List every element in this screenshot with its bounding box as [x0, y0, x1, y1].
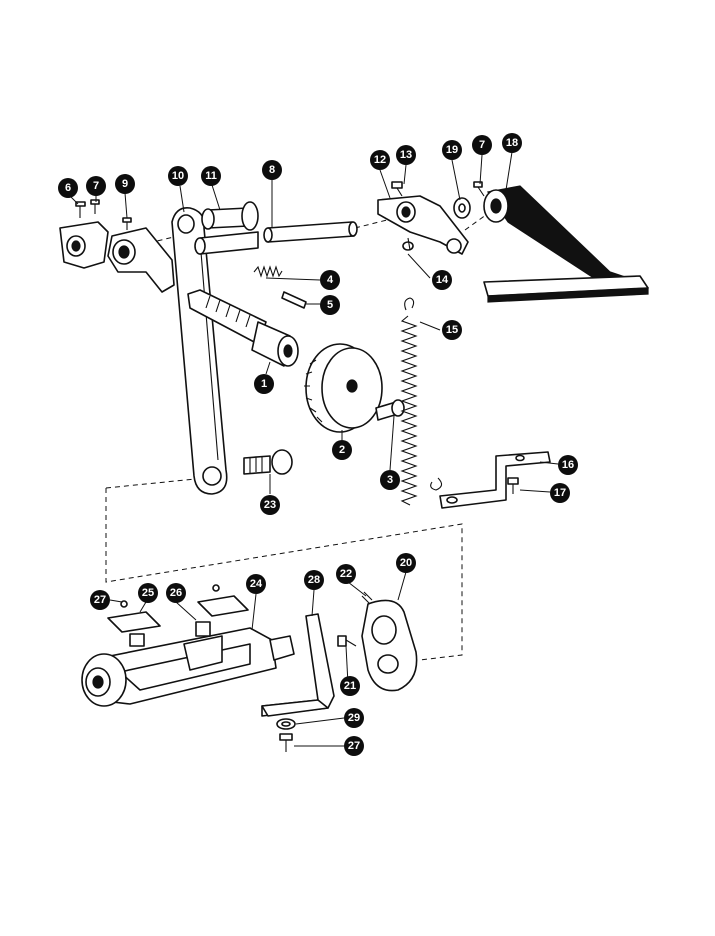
- part-27-screw-top: [120, 584, 220, 608]
- callout-8: 8: [262, 160, 282, 180]
- callout-28-label: 28: [308, 574, 320, 586]
- callout-18: 18: [502, 133, 522, 153]
- callout-24: 24: [246, 574, 266, 594]
- callout-27b-label: 27: [348, 740, 360, 752]
- callout-18-label: 18: [506, 137, 518, 149]
- part-27-screw-bottom: [279, 733, 293, 752]
- callout-25-label: 25: [142, 587, 154, 599]
- callout-7-right: 7: [472, 135, 492, 155]
- callout-12-label: 12: [374, 154, 386, 166]
- part-24-housing: [81, 627, 295, 707]
- part-crank-arm: [107, 227, 175, 293]
- callout-29-label: 29: [348, 712, 360, 724]
- callout-27-label: 27: [94, 594, 106, 606]
- part-8-rod: [263, 221, 358, 243]
- callout-24-label: 24: [250, 578, 263, 590]
- callout-17: 17: [550, 483, 570, 503]
- callout-13-label: 13: [400, 149, 412, 161]
- part-20-cam-lever: [361, 599, 418, 692]
- part-4-small-spring: [253, 265, 283, 278]
- callout-7-left: 7: [86, 176, 106, 196]
- callout-21: 21: [340, 676, 360, 696]
- part-19-washer: [453, 197, 471, 219]
- callout-7-label: 7: [93, 180, 99, 192]
- callout-2-label: 2: [339, 444, 345, 456]
- callout-23-label: 23: [264, 499, 276, 511]
- part-26-plate: [195, 595, 249, 637]
- callout-23: 23: [260, 495, 280, 515]
- callout-5: 5: [320, 295, 340, 315]
- callout-20: 20: [396, 553, 416, 573]
- callout-29: 29: [344, 708, 364, 728]
- callout-9: 9: [115, 174, 135, 194]
- callout-7b-label: 7: [479, 139, 485, 151]
- part-7-screw-right: [473, 181, 485, 197]
- part-21-screw: [337, 635, 357, 647]
- part-1-threaded-shaft: [187, 289, 299, 367]
- part-28-l-bracket: [261, 613, 335, 717]
- part-29-washer: [276, 718, 296, 730]
- callout-14: 14: [432, 270, 452, 290]
- callout-26-label: 26: [170, 587, 182, 599]
- part-9-screw: [122, 217, 132, 230]
- callout-22-label: 22: [340, 568, 352, 580]
- part-7-screw-left: [75, 199, 100, 218]
- callout-3-label: 3: [387, 474, 393, 486]
- callout-15-label: 15: [446, 324, 458, 336]
- callout-27-top: 27: [90, 590, 110, 610]
- part-17-screw: [507, 477, 519, 494]
- callout-14-label: 14: [436, 274, 449, 286]
- part-22-screw: [361, 591, 373, 605]
- callout-4-label: 4: [327, 274, 334, 286]
- callout-21-label: 21: [344, 680, 356, 692]
- callout-27-bottom: 27: [344, 736, 364, 756]
- leader-lines: [69, 151, 559, 747]
- callout-9-label: 9: [122, 178, 128, 190]
- callout-1-label: 1: [261, 378, 267, 390]
- callout-6: 6: [58, 178, 78, 198]
- callout-28: 28: [304, 570, 324, 590]
- callout-2: 2: [332, 440, 352, 460]
- callout-3: 3: [380, 470, 400, 490]
- callout-13: 13: [396, 145, 416, 165]
- part-14-screw: [402, 237, 414, 251]
- callout-17-label: 17: [554, 487, 566, 499]
- callout-10: 10: [168, 166, 188, 186]
- part-12-bracket: [377, 195, 469, 255]
- callout-16: 16: [558, 455, 578, 475]
- callout-26: 26: [166, 583, 186, 603]
- part-lever-rod: [194, 231, 259, 255]
- callout-10-label: 10: [172, 170, 184, 182]
- callout-8-label: 8: [269, 164, 275, 176]
- callout-4: 4: [320, 270, 340, 290]
- part-11-pin: [201, 201, 259, 231]
- callout-1: 1: [254, 374, 274, 394]
- callout-16-label: 16: [562, 459, 574, 471]
- callout-11: 11: [201, 166, 221, 186]
- callout-15: 15: [442, 320, 462, 340]
- callout-5-label: 5: [327, 299, 333, 311]
- part-2-knurled-dial: [304, 343, 383, 433]
- part-15-long-spring: [400, 297, 443, 506]
- callout-6-label: 6: [65, 182, 71, 194]
- part-5-small-pin: [281, 291, 307, 309]
- callout-22: 22: [336, 564, 356, 584]
- part-23-stud: [243, 449, 293, 475]
- callout-20-label: 20: [400, 557, 412, 569]
- part-6-left-bracket: [59, 221, 109, 269]
- part-18-pedal-lever: [483, 185, 649, 303]
- callout-11-label: 11: [205, 170, 217, 182]
- callout-25: 25: [138, 583, 158, 603]
- part-13-screw: [391, 181, 403, 197]
- part-3-thumb-screw: [375, 399, 405, 421]
- callout-19: 19: [442, 140, 462, 160]
- part-16-z-bracket: [439, 451, 551, 509]
- callout-19-label: 19: [446, 144, 458, 156]
- part-25-plate: [107, 611, 161, 647]
- callout-12: 12: [370, 150, 390, 170]
